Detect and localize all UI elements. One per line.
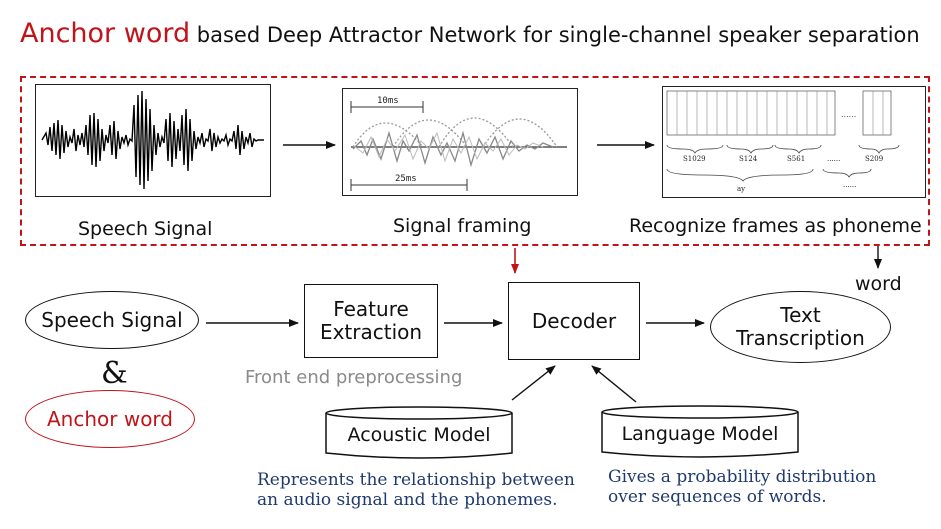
framing-label-long: 25ms bbox=[395, 174, 417, 184]
waveform-svg bbox=[41, 90, 264, 190]
framing-svg: 10ms 25ms bbox=[350, 96, 567, 191]
phoneme-label-4: ...... bbox=[827, 155, 840, 163]
arrow-language-to-decoder bbox=[591, 365, 637, 403]
acoustic-model-description: Represents the relationship between an a… bbox=[257, 470, 575, 510]
decoder-label: Decoder bbox=[531, 308, 617, 333]
phoneme-svg: ...... S1029 S124 S561 ...... S209 ay ..… bbox=[666, 90, 900, 193]
acoustic-model-label: Acoustic Model bbox=[347, 424, 491, 446]
ampersand: & bbox=[101, 356, 128, 391]
arrow-acoustic-to-decoder bbox=[511, 365, 556, 401]
language-model-db: Language Model bbox=[600, 404, 800, 460]
decoder-box: Decoder bbox=[508, 282, 640, 360]
text-transcription-node: Text Transcription bbox=[710, 291, 891, 363]
recognize-frames-caption: Recognize frames as phoneme bbox=[629, 215, 922, 237]
acoustic-model-db: Acoustic Model bbox=[324, 405, 514, 461]
phoneme-frame-dots: ...... bbox=[841, 110, 856, 119]
front-end-label: Front end preprocessing bbox=[245, 367, 463, 388]
speech-signal-caption: Speech Signal bbox=[78, 218, 213, 240]
phoneme-sub-label: ay bbox=[737, 185, 745, 193]
word-label: word bbox=[855, 273, 902, 295]
language-model-description: Gives a probability distribution over se… bbox=[608, 467, 877, 507]
signal-framing-image: 10ms 25ms bbox=[342, 88, 578, 196]
phoneme-frames-image: ...... S1029 S124 S561 ...... S209 ay ..… bbox=[662, 86, 926, 198]
page-title: Anchor word based Deep Attractor Network… bbox=[20, 18, 920, 49]
anchor-word-node-label: Anchor word bbox=[46, 406, 173, 431]
feature-extraction-box: Feature Extraction bbox=[304, 284, 438, 358]
speech-waveform-image bbox=[35, 84, 271, 197]
language-cylinder-svg bbox=[601, 405, 799, 458]
language-model-label: Language Model bbox=[621, 423, 779, 445]
title-rest: based Deep Attractor Network for single-… bbox=[196, 23, 920, 47]
feature-extraction-label: Feature Extraction bbox=[319, 297, 423, 344]
phoneme-label-2: S124 bbox=[739, 155, 758, 163]
phoneme-sub-dots: ...... bbox=[843, 181, 856, 189]
phoneme-label-1: S1029 bbox=[683, 155, 706, 163]
speech-signal-node-label: Speech Signal bbox=[41, 307, 183, 332]
acoustic-cylinder-svg bbox=[325, 406, 513, 459]
phoneme-label-3: S561 bbox=[787, 155, 805, 163]
phoneme-label-5: S209 bbox=[865, 155, 883, 163]
signal-framing-caption: Signal framing bbox=[393, 215, 532, 237]
text-transcription-label: Text Transcription bbox=[736, 303, 865, 350]
anchor-word-node: Anchor word bbox=[25, 390, 195, 448]
top-dashed-region bbox=[20, 76, 930, 246]
title-highlight: Anchor word bbox=[20, 18, 191, 49]
speech-signal-node: Speech Signal bbox=[25, 291, 199, 349]
framing-label-short: 10ms bbox=[377, 96, 399, 106]
